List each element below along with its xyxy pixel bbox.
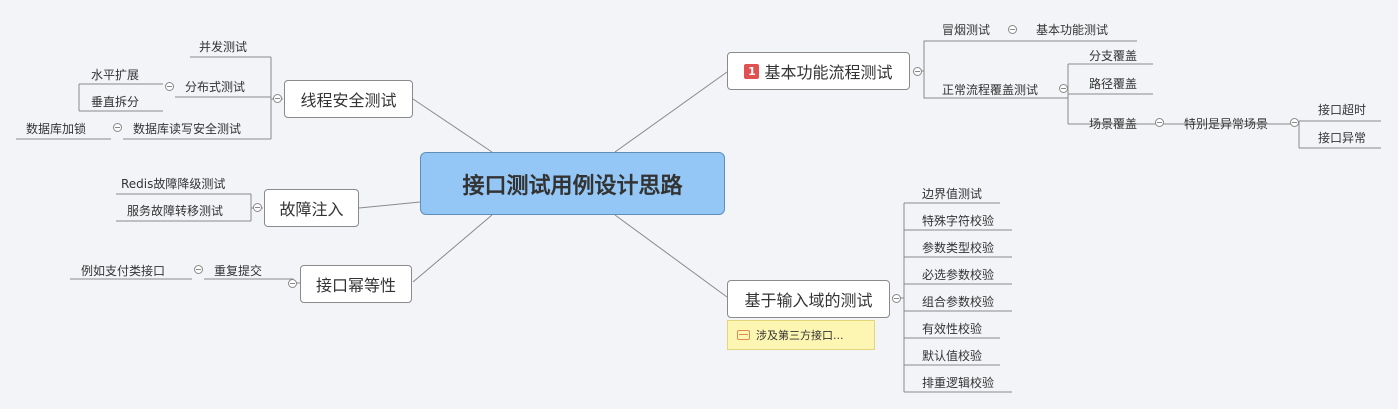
topic-basic-function[interactable]: 1 基本功能流程测试 bbox=[727, 52, 910, 90]
collapse-idempotency-icon[interactable] bbox=[288, 279, 297, 288]
topic-required-param[interactable]: 必选参数校验 bbox=[922, 268, 995, 282]
topic-payment-interface[interactable]: 例如支付类接口 bbox=[81, 264, 166, 278]
topic-repeat-submit[interactable]: 重复提交 bbox=[214, 264, 263, 278]
topic-path-coverage[interactable]: 路径覆盖 bbox=[1089, 77, 1138, 91]
collapse-abnormal-icon[interactable] bbox=[1290, 118, 1299, 127]
topic-fault-injection[interactable]: 故障注入 bbox=[264, 189, 359, 227]
priority-1-icon: 1 bbox=[744, 63, 760, 79]
topic-fault-injection-label: 故障注入 bbox=[279, 200, 344, 219]
topic-dedup-logic[interactable]: 排重逻辑校验 bbox=[922, 376, 995, 390]
topic-interface-error[interactable]: 接口异常 bbox=[1318, 131, 1367, 145]
topic-idempotency[interactable]: 接口幂等性 bbox=[300, 265, 412, 303]
collapse-repeat-submit-icon[interactable] bbox=[194, 265, 203, 274]
topic-db-lock[interactable]: 数据库加锁 bbox=[26, 122, 87, 136]
topic-scene-coverage[interactable]: 场景覆盖 bbox=[1089, 117, 1138, 131]
topic-combined-param[interactable]: 组合参数校验 bbox=[922, 295, 995, 309]
topic-branch-coverage[interactable]: 分支覆盖 bbox=[1089, 49, 1138, 63]
collapse-smoke-test-icon[interactable] bbox=[1008, 25, 1017, 34]
topic-service-failover[interactable]: 服务故障转移测试 bbox=[127, 204, 224, 218]
central-topic-label: 接口测试用例设计思路 bbox=[462, 173, 683, 199]
topic-special-char[interactable]: 特殊字符校验 bbox=[922, 214, 995, 228]
topic-thread-safety[interactable]: 线程安全测试 bbox=[284, 80, 413, 118]
topic-basic-function-test[interactable]: 基本功能测试 bbox=[1036, 23, 1109, 37]
topic-idempotency-label: 接口幂等性 bbox=[315, 276, 396, 295]
topic-param-type[interactable]: 参数类型校验 bbox=[922, 241, 995, 255]
collapse-db-rw-icon[interactable] bbox=[113, 123, 122, 132]
topic-abnormal-scenario[interactable]: 特别是异常场景 bbox=[1184, 117, 1269, 131]
collapse-scene-coverage-icon[interactable] bbox=[1155, 118, 1164, 127]
note-third-party[interactable]: 涉及第三方接口... bbox=[727, 320, 875, 350]
topic-redis-degrade[interactable]: Redis故障降级测试 bbox=[121, 177, 226, 191]
topic-distributed-test[interactable]: 分布式测试 bbox=[185, 80, 246, 94]
topic-horizontal-scaling[interactable]: 水平扩展 bbox=[91, 68, 140, 82]
topic-basic-function-label: 基本功能流程测试 bbox=[764, 63, 893, 82]
collapse-basic-function-icon[interactable] bbox=[913, 67, 922, 76]
topic-thread-safety-label: 线程安全测试 bbox=[300, 91, 397, 110]
collapse-fault-injection-icon[interactable] bbox=[253, 203, 262, 212]
collapse-distributed-icon[interactable] bbox=[165, 82, 174, 91]
topic-db-rw-safety[interactable]: 数据库读写安全测试 bbox=[133, 122, 242, 136]
topic-validity[interactable]: 有效性校验 bbox=[922, 322, 983, 336]
note-third-party-text: 涉及第三方接口... bbox=[756, 329, 844, 342]
topic-vertical-split[interactable]: 垂直拆分 bbox=[91, 95, 140, 109]
central-topic[interactable]: 接口测试用例设计思路 bbox=[420, 152, 725, 215]
topic-concurrency-test[interactable]: 并发测试 bbox=[199, 40, 248, 54]
collapse-normal-flow-icon[interactable] bbox=[1059, 84, 1068, 93]
collapse-thread-safety-icon[interactable] bbox=[273, 94, 282, 103]
topic-default-value[interactable]: 默认值校验 bbox=[922, 349, 983, 363]
collapse-input-domain-icon[interactable] bbox=[892, 294, 901, 303]
topic-interface-timeout[interactable]: 接口超时 bbox=[1318, 103, 1367, 117]
topic-smoke-test[interactable]: 冒烟测试 bbox=[942, 23, 991, 37]
topic-input-domain[interactable]: 基于输入域的测试 bbox=[727, 280, 890, 318]
topic-normal-flow-coverage[interactable]: 正常流程覆盖测试 bbox=[942, 83, 1039, 97]
topic-input-domain-label: 基于输入域的测试 bbox=[744, 291, 873, 310]
topic-boundary-value[interactable]: 边界值测试 bbox=[922, 187, 983, 201]
note-icon bbox=[737, 330, 750, 340]
